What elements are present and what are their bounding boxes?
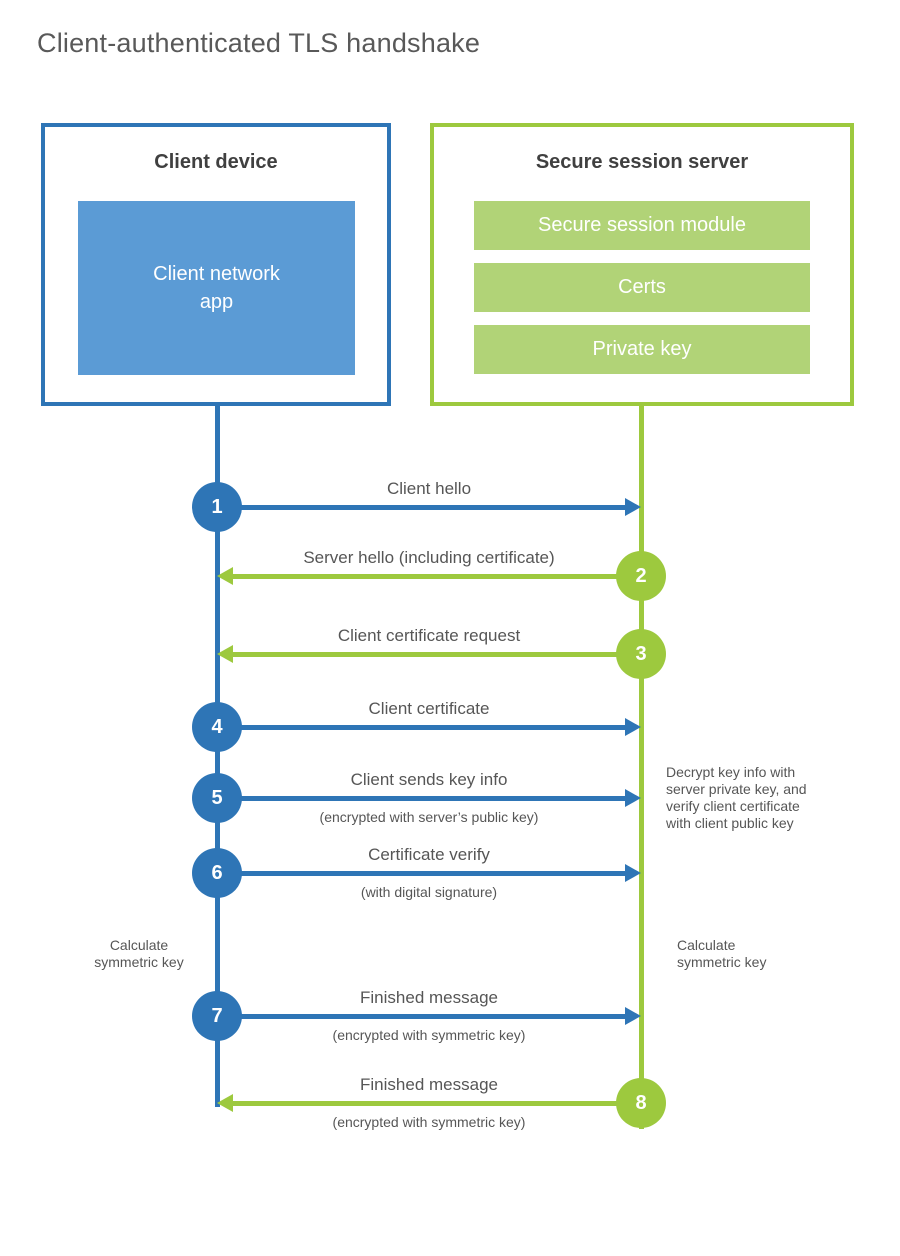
step-8-message-label: Finished message <box>360 1075 498 1094</box>
step-1-message-label: Client hello <box>386 479 472 498</box>
step-6-message-sublabel: (with digital signature) <box>360 884 498 900</box>
arrowhead-right-icon <box>625 789 641 807</box>
step-5-number-badge: 5 <box>192 773 242 823</box>
step-8-message-sublabel: (encrypted with symmetric key) <box>332 1114 526 1130</box>
client-device-box: Client device Client network app <box>41 123 391 406</box>
step-2-message-label: Server hello (including certificate) <box>303 548 555 567</box>
step-7-message-sublabel: (encrypted with symmetric key) <box>332 1027 526 1043</box>
arrowhead-right-icon <box>625 498 641 516</box>
step-4-number-badge: 4 <box>192 702 242 752</box>
client-network-app-box: Client network app <box>78 201 355 375</box>
client-calculate-key-note: Calculate symmetric key <box>94 937 184 970</box>
server-module-secure-session: Secure session module <box>474 201 810 250</box>
arrowhead-left-icon <box>217 1094 233 1112</box>
step-8-number-badge: 8 <box>616 1078 666 1128</box>
step-6-message-label: Certificate verify <box>368 845 490 864</box>
arrowhead-right-icon <box>625 864 641 882</box>
step-3-arrow-line <box>233 652 641 657</box>
step-5-arrow-line <box>217 796 625 801</box>
step-4-message-label: Client certificate <box>368 699 490 718</box>
client-device-heading: Client device <box>154 151 278 173</box>
server-box: Secure session server Secure session mod… <box>430 123 854 406</box>
server-calculate-key-note: Calculate symmetric key <box>677 937 767 970</box>
step-6-arrow-line <box>217 871 625 876</box>
step-7-message-label: Finished message <box>360 988 498 1007</box>
step-3-number-badge: 3 <box>616 629 666 679</box>
step-2-number-badge: 2 <box>616 551 666 601</box>
server-decrypt-note: Decrypt key info with server private key… <box>666 764 807 831</box>
page-title: Client-authenticated TLS handshake <box>37 28 481 58</box>
step-1-number-badge: 1 <box>192 482 242 532</box>
step-5-message-label: Client sends key info <box>350 770 508 789</box>
arrowhead-left-icon <box>217 567 233 585</box>
step-2-arrow-line <box>233 574 641 579</box>
step-7-arrow-line <box>217 1014 625 1019</box>
step-8-arrow-line <box>233 1101 641 1106</box>
server-module-certs: Certs <box>474 263 810 312</box>
server-lifeline <box>639 402 644 1129</box>
step-6-number-badge: 6 <box>192 848 242 898</box>
arrowhead-left-icon <box>217 645 233 663</box>
step-3-message-label: Client certificate request <box>337 626 521 645</box>
step-4-arrow-line <box>217 725 625 730</box>
server-heading: Secure session server <box>535 151 749 173</box>
step-5-message-sublabel: (encrypted with server’s public key) <box>319 809 539 825</box>
client-lifeline <box>215 402 220 1107</box>
arrowhead-right-icon <box>625 718 641 736</box>
step-7-number-badge: 7 <box>192 991 242 1041</box>
server-module-private-key: Private key <box>474 325 810 374</box>
step-1-arrow-line <box>217 505 625 510</box>
arrowhead-right-icon <box>625 1007 641 1025</box>
